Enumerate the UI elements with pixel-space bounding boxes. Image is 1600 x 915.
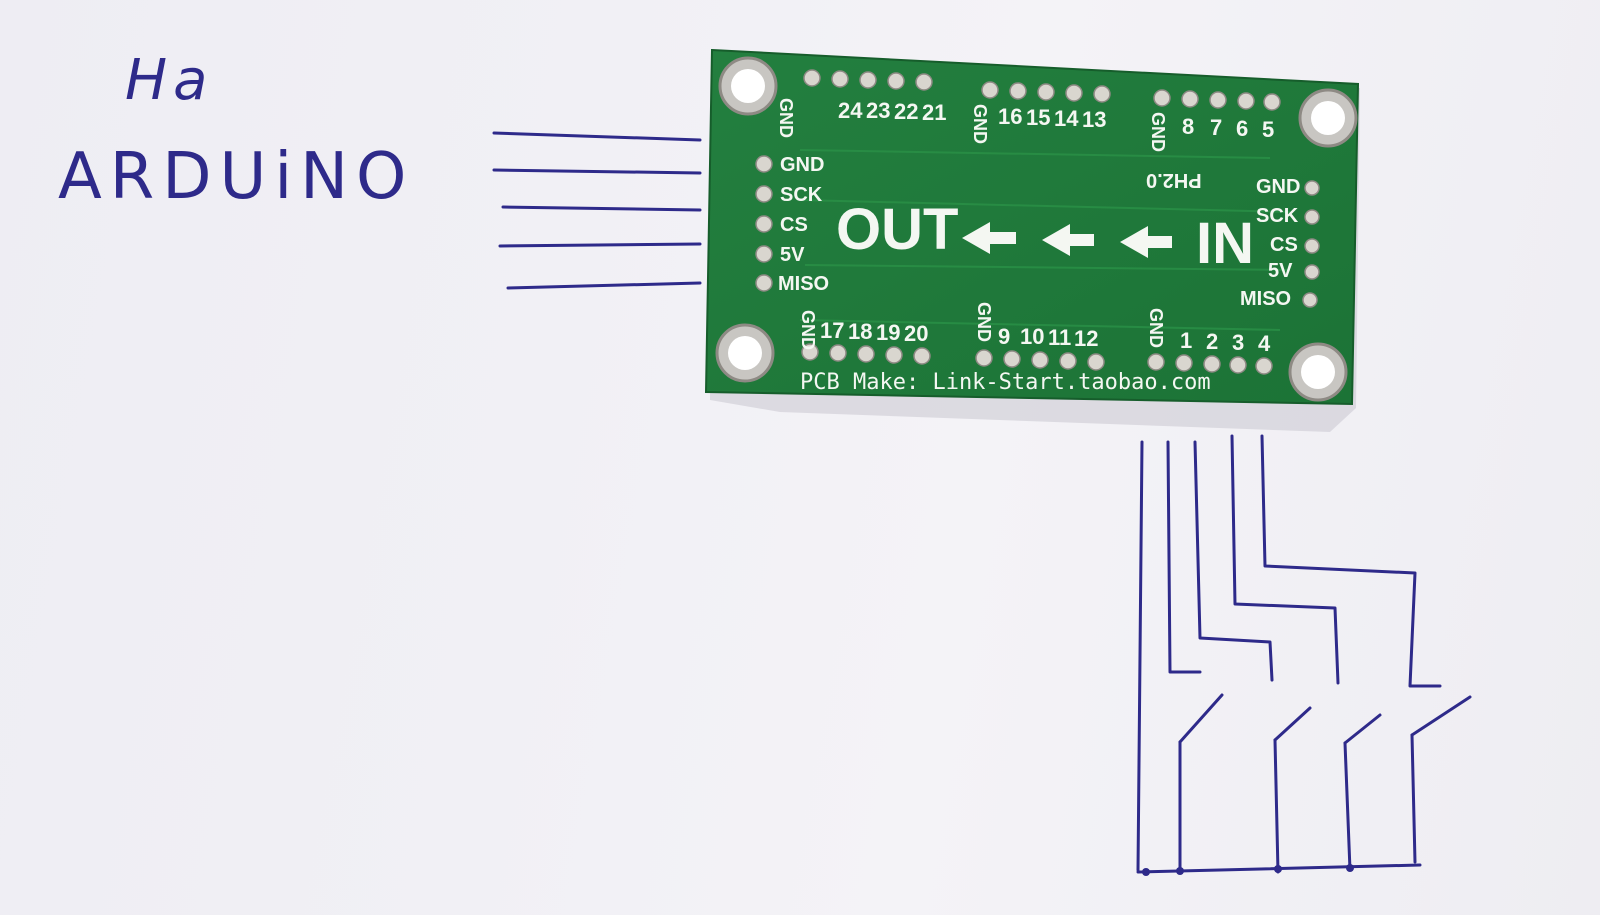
pcb-label-out: OUT <box>836 197 959 262</box>
pcb-label-6: 6 <box>1236 116 1249 141</box>
pcb-label-4: 4 <box>1258 331 1271 356</box>
pcb-label-23: 23 <box>866 98 891 123</box>
handwritten-label-na: На <box>125 48 214 113</box>
pcb-label-connector: PH2.0 <box>1146 169 1202 191</box>
pcb-label-15: 15 <box>1026 105 1051 130</box>
pcb-label-16: 16 <box>998 104 1023 129</box>
pcb-label-gnd: GND <box>970 104 990 144</box>
pcb-label-10: 10 <box>1020 324 1045 349</box>
pcb-label-9: 9 <box>998 324 1011 349</box>
pcb-pin-right-gnd: GND <box>1256 176 1301 198</box>
wire-miso <box>506 281 702 290</box>
wire-cs <box>501 205 702 212</box>
pcb-pin-left-5v: 5V <box>780 244 805 266</box>
pcb-label-12: 12 <box>1074 326 1099 351</box>
wire-gnd <box>492 131 702 142</box>
pcb-label-1: 1 <box>1180 328 1193 353</box>
pcb-label-gnd: GND <box>798 310 818 350</box>
pcb-pin-left-miso: MISO <box>778 273 830 295</box>
left-arrow-icon <box>962 222 1016 254</box>
pcb-pin-left-gnd: GND <box>780 154 825 176</box>
pcb-label-22: 22 <box>894 99 919 124</box>
pcb-label-5: 5 <box>1262 117 1275 142</box>
pcb-pin-right-5v: 5V <box>1268 260 1293 282</box>
wire-5v <box>498 242 702 248</box>
pcb-label-8: 8 <box>1182 114 1195 139</box>
pcb-label-3: 3 <box>1232 330 1245 355</box>
pcb-label-21: 21 <box>922 100 947 125</box>
pcb-label-11: 11 <box>1048 325 1072 350</box>
left-arrow-icon <box>1042 224 1094 256</box>
mounting-holes <box>715 56 1358 402</box>
pcb-label-17: 17 <box>820 318 845 343</box>
pcb-pin-right-cs: CS <box>1270 234 1298 256</box>
pcb-pin-left-sck: SCK <box>780 184 823 206</box>
arrow-icons <box>962 222 1172 258</box>
pcb-label-gnd: GND <box>1148 112 1168 152</box>
pcb-label-gnd: GND <box>776 98 796 138</box>
pcb-label-19: 19 <box>876 320 901 345</box>
pcb-label-2: 2 <box>1206 329 1219 354</box>
pcb-maker-label: PCB Make: Link-Start.taobao.com <box>800 370 1211 395</box>
pcb-label-18: 18 <box>848 319 873 344</box>
pcb-pin-right-sck: SCK <box>1256 205 1299 227</box>
handwritten-label-arduino: ARDUiNO <box>58 140 415 214</box>
pcb-label-gnd: GND <box>974 302 994 342</box>
pcb-label-7: 7 <box>1210 115 1223 140</box>
pcb-label-gnd: GND <box>1146 308 1166 348</box>
pcb-label-in: IN <box>1196 211 1254 276</box>
pcb-label-24: 24 <box>838 98 863 123</box>
wire-sck <box>492 168 702 175</box>
wire-gnd-bus <box>1136 440 1144 872</box>
pcb-label-14: 14 <box>1054 106 1079 131</box>
pcb-label-20: 20 <box>904 321 929 346</box>
pcb-pin-right-miso: MISO <box>1240 288 1292 310</box>
left-arrow-icon <box>1120 226 1172 258</box>
pcb-label-13: 13 <box>1082 107 1107 132</box>
pcb-pin-left-cs: CS <box>780 214 808 236</box>
